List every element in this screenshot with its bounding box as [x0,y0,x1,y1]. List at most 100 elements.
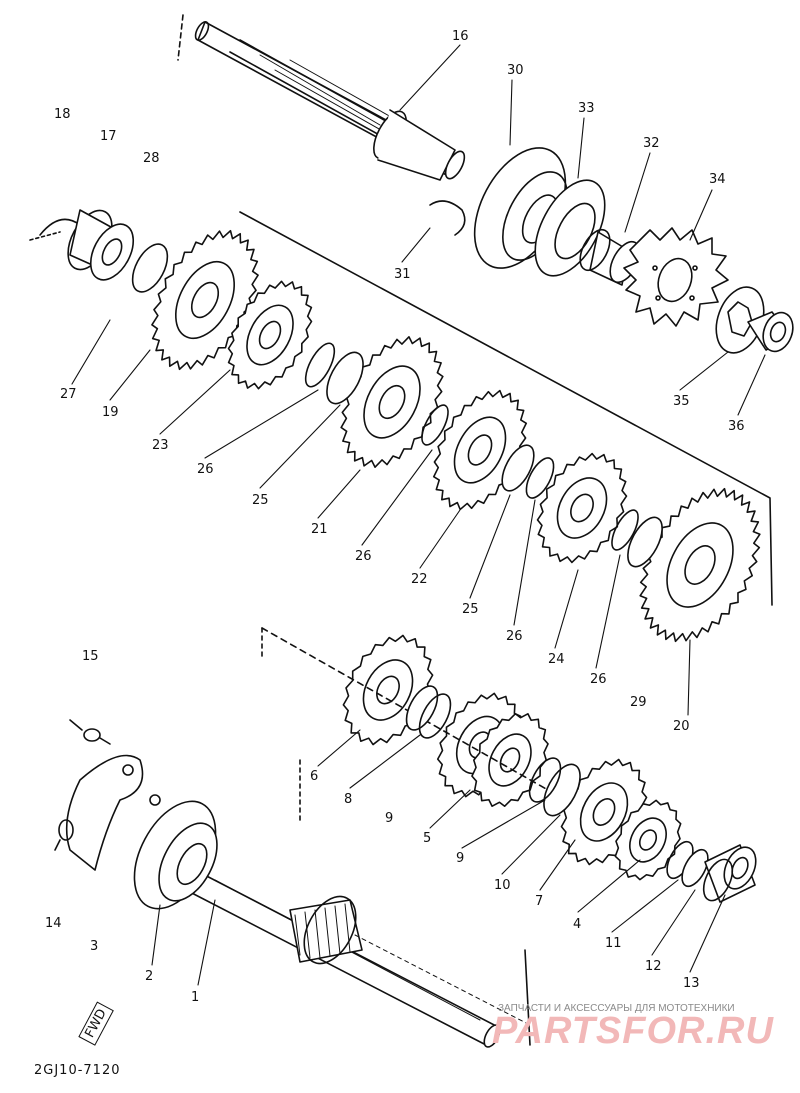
callout-27: 27 [60,387,77,402]
screw-14 [54,819,74,851]
bearing-retainer-3 [65,754,161,871]
leader-line-c20 [687,639,691,716]
circlip-26d [611,509,639,551]
leader-line-c31 [401,227,431,263]
callout-17: 17 [100,129,117,144]
leader-line-c16 [399,44,461,111]
leader-line-c34 [689,189,713,241]
leader-line-c4 [577,859,641,913]
callout-36: 36 [728,419,745,434]
gear-5b [471,712,549,808]
leader-line-c26d [595,554,621,669]
screw-15 [69,719,111,745]
callout-18: 18 [54,107,71,122]
leader-line-c13 [689,894,726,973]
leader-line-c35 [679,351,729,391]
callout-21: 21 [311,522,328,537]
leader-line-c26b [361,449,433,546]
leader-line-c25a [259,404,341,489]
callout-28: 28 [143,151,160,166]
callout-20: 20 [673,719,690,734]
callout-6: 6 [310,769,319,784]
leader-line-c10 [501,814,561,875]
callout-9b: 9 [456,851,465,866]
oil-seal-33 [534,179,606,277]
gear-4 [614,799,682,881]
callout-35: 35 [673,394,690,409]
leader-line-c22 [419,509,461,569]
drive-sprocket-34 [623,227,729,327]
callout-15: 15 [82,649,99,664]
leader-line-c9b [461,799,546,849]
callout-10: 10 [494,878,511,893]
bushing-13 [702,844,757,903]
watermark-caption: ЗАПЧАСТИ И АКСЕССУАРЫ ДЛЯ МОТОТЕХНИКИ [498,1003,735,1014]
washer-29 [627,516,663,568]
bearing-17 [67,209,135,281]
callout-34: 34 [709,172,726,187]
watermark-brand: PARTSFOR.RU [492,1010,774,1052]
callout-26b: 26 [355,549,372,564]
washer-12 [681,848,709,888]
callout-14: 14 [45,916,62,931]
drive-axle-shaft [177,14,466,181]
callout-19: 19 [102,405,119,420]
callout-8: 8 [344,792,353,807]
callout-2: 2 [145,969,154,984]
leader-line-c36 [737,354,766,416]
callout-26d: 26 [590,672,607,687]
washer-25b [501,444,535,492]
leader-line-c12 [651,889,696,956]
leader-line-c24 [554,569,579,649]
leader-line-c2 [151,904,161,966]
callout-25a: 25 [252,493,269,508]
callout-1: 1 [191,990,200,1005]
callout-30: 30 [507,63,524,78]
callout-24: 24 [548,652,565,667]
leader-line-c23 [159,369,231,435]
callout-4: 4 [573,917,582,932]
gear-24 [536,452,628,564]
callout-3: 3 [90,939,99,954]
callout-9a: 9 [385,811,394,826]
leader-line-c33 [577,117,585,179]
leader-line-c19 [109,349,151,401]
callout-5: 5 [423,831,432,846]
callout-31: 31 [394,267,411,282]
leader-line-c21 [317,469,361,519]
circlip-26b [421,404,449,446]
callout-26a: 26 [197,462,214,477]
callout-23: 23 [152,438,169,453]
leader-line-c30 [509,79,513,146]
leader-line-c32 [624,152,651,233]
leader-line-c7 [539,839,576,891]
nut-36 [747,311,794,353]
washer-28 [131,243,169,293]
callout-leader-lines [71,44,766,986]
drawing-code: 2GJ10-7120 [34,1063,121,1078]
callout-29: 29 [630,695,647,710]
callout-33: 33 [578,101,595,116]
gear-23 [227,280,313,390]
circlip-26a [304,342,336,388]
callout-13: 13 [683,976,700,991]
drive-axle-assembly [177,14,794,354]
bearing-2 [133,800,218,910]
callout-16: 16 [452,29,469,44]
leader-line-c11 [611,879,679,933]
leader-line-c8 [349,734,421,789]
callout-12: 12 [645,959,662,974]
circlip-26c [525,457,555,499]
leader-line-c26c [513,499,536,626]
leader-line-c26a [204,389,319,459]
washer-8 [405,685,439,731]
callout-7: 7 [535,894,544,909]
drive-axle-gear-stack [29,209,773,881]
washer-25a [326,351,364,405]
callout-25b: 25 [462,602,479,617]
leader-line-c6 [317,729,361,767]
main-axle-assembly [54,627,757,1048]
leader-line-c5 [429,789,471,829]
